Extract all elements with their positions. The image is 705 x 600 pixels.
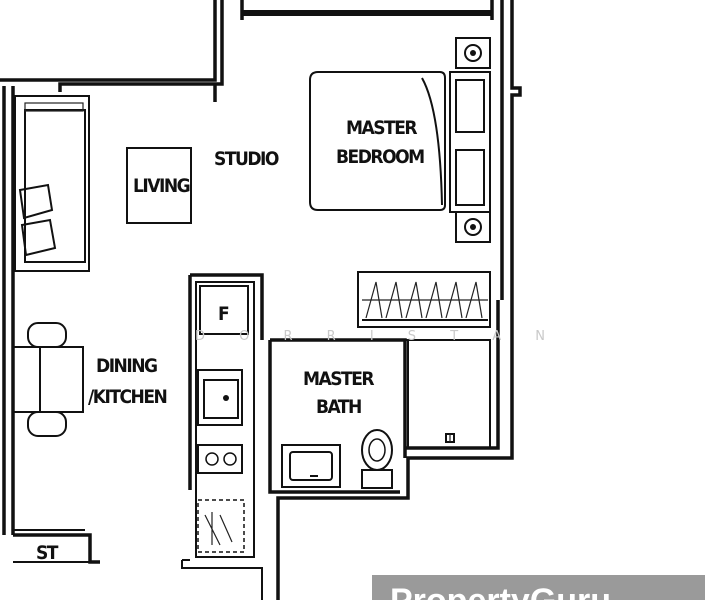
bedside-lamp-bottom (455, 211, 491, 243)
living-console: LIVING (126, 147, 192, 224)
master-bedroom-label-line2: BEDROOM (336, 146, 424, 168)
bedside-lamp-top (455, 37, 491, 69)
dining-label-line1: DINING (96, 355, 157, 377)
master-bath-label-line2: BATH (316, 396, 361, 418)
outer-walls (0, 0, 522, 600)
dining-label-line2: /KITCHEN (88, 386, 167, 408)
fridge-label: F (218, 303, 229, 325)
living-label: LIVING (133, 175, 190, 197)
badge-text: PropertyGuru (390, 582, 611, 600)
store: ST (36, 542, 60, 564)
master-bath-label-line1: MASTER (303, 368, 374, 390)
sofa (14, 95, 90, 272)
kitchen-counter: F (181, 273, 264, 600)
store-label: ST (36, 542, 59, 564)
studio-label: STUDIO (214, 148, 279, 170)
master-bedroom-label-line1: MASTER (346, 117, 417, 139)
master-bath: MASTER BATH (268, 338, 491, 494)
dining-table: DINING /KITCHEN (12, 322, 168, 437)
master-bed: MASTER BEDROOM (309, 71, 491, 213)
watermark: D O R R I S T A N (195, 329, 560, 344)
propertyguru-badge: PropertyGuru (372, 575, 705, 600)
wardrobe (357, 271, 491, 328)
